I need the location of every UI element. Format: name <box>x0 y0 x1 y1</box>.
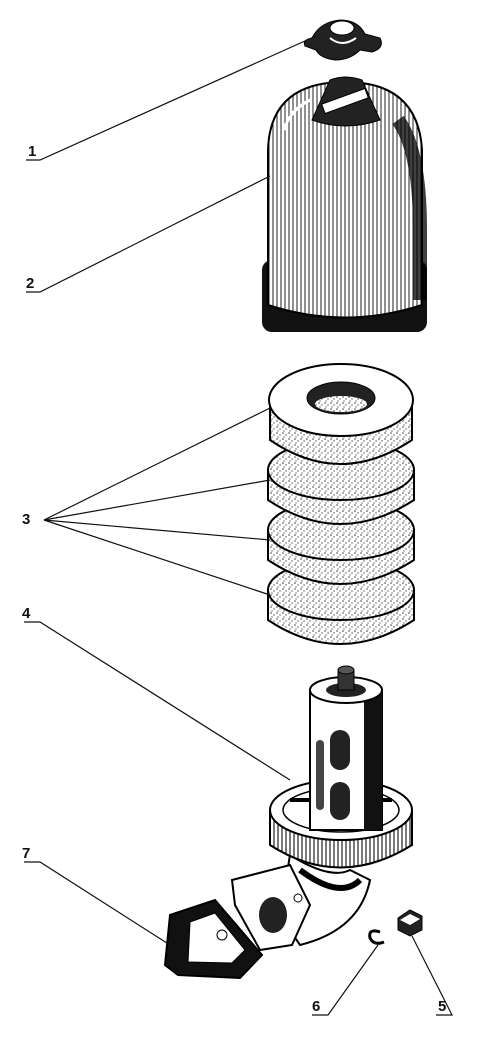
callout-5: 5 <box>438 998 446 1015</box>
leader-2 <box>26 175 271 293</box>
callout-6: 6 <box>312 998 320 1015</box>
leader-lines <box>24 35 453 1016</box>
callout-4: 4 <box>22 605 31 622</box>
washer-part <box>368 929 385 945</box>
wing-nut-part <box>303 19 382 61</box>
leader-3c <box>43 519 271 541</box>
callout-labels: 1 2 3 4 5 6 7 <box>22 143 446 1015</box>
nut-part <box>397 909 423 937</box>
gasket-part <box>163 863 312 980</box>
leader-1 <box>26 35 317 161</box>
cover-part <box>262 76 427 332</box>
body-part <box>269 665 413 947</box>
leader-3b <box>43 479 271 521</box>
leader-7 <box>24 861 171 946</box>
callout-7: 7 <box>22 845 30 862</box>
leader-6 <box>312 944 379 1016</box>
leader-3d <box>43 519 271 596</box>
callout-2: 2 <box>26 275 34 292</box>
leader-4 <box>24 621 291 781</box>
leader-5 <box>411 935 453 1016</box>
leader-3a <box>43 407 271 521</box>
filter-rings-part <box>267 363 415 645</box>
callout-1: 1 <box>28 143 36 160</box>
filter-ring-1 <box>268 363 414 465</box>
callout-3: 3 <box>22 511 30 528</box>
